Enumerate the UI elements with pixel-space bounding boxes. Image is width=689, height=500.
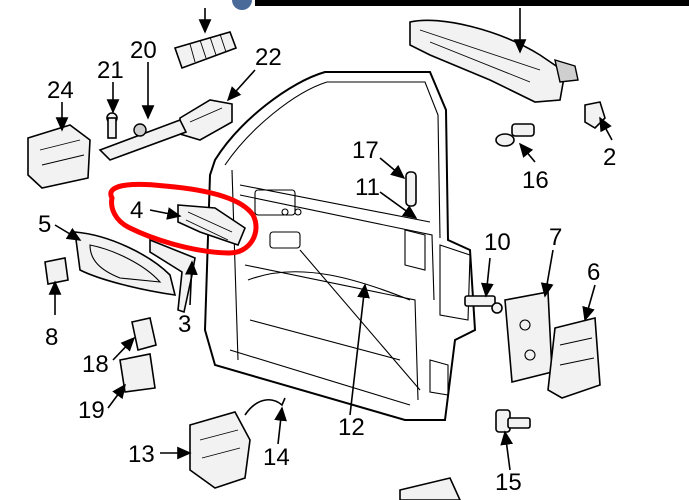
callout-22: 21 — [97, 57, 124, 84]
callout-labels: 20 21 22 24 17 11 2 16 4 5 10 7 6 3 8 18… — [38, 37, 616, 496]
callout-2: 2 — [603, 144, 616, 171]
part-10-rod-end — [464, 295, 503, 314]
top-border-bar — [255, 0, 689, 6]
part-15-bolt — [495, 409, 531, 433]
callout-13: 13 — [128, 441, 155, 468]
part-6-cap — [44, 257, 69, 285]
callout-12: 12 — [338, 414, 365, 441]
part-18-bracket — [131, 317, 157, 351]
callout-7: 6 — [587, 259, 600, 286]
part-16-screw — [495, 123, 535, 147]
highlight-circle — [108, 181, 259, 256]
callout-15: 15 — [495, 469, 522, 496]
part-8-latch-plate — [504, 291, 553, 384]
callout-6: 8 — [45, 324, 58, 351]
callout-14: 14 — [263, 444, 290, 471]
outer-door-handle — [409, 19, 579, 103]
leader-lines — [48, 8, 613, 471]
part-19-block — [119, 353, 156, 393]
part-2-clip — [584, 101, 606, 130]
callout-16: 16 — [522, 167, 549, 194]
top-logo-fragment — [232, 0, 252, 10]
part-14-rod — [244, 397, 286, 416]
callout-5: 5 — [38, 211, 51, 238]
part-21-hinge — [179, 99, 233, 141]
callout-20: 20 — [130, 37, 157, 64]
part-7-latch — [547, 316, 601, 399]
callout-24: 24 — [47, 77, 74, 104]
part-24-cover — [27, 124, 91, 189]
part-17-pin — [405, 171, 417, 207]
callout-21: 22 — [255, 44, 282, 71]
callout-3: 3 — [178, 311, 191, 338]
part-4-inner-handle — [177, 204, 246, 247]
callout-11: 11 — [355, 174, 380, 201]
part-22-check-arm — [98, 112, 188, 161]
door-shell — [203, 71, 477, 421]
callout-4: 4 — [130, 197, 143, 224]
callout-17: 17 — [352, 137, 379, 164]
bottom-part-fragment — [399, 477, 461, 500]
part-13-motor — [189, 411, 251, 489]
callout-18: 18 — [82, 351, 109, 378]
callout-19: 19 — [78, 397, 105, 424]
callout-8: 7 — [549, 224, 562, 251]
part-20-bumper — [173, 31, 238, 70]
callout-10: 10 — [484, 229, 511, 256]
part-5-escutcheon — [74, 231, 177, 296]
